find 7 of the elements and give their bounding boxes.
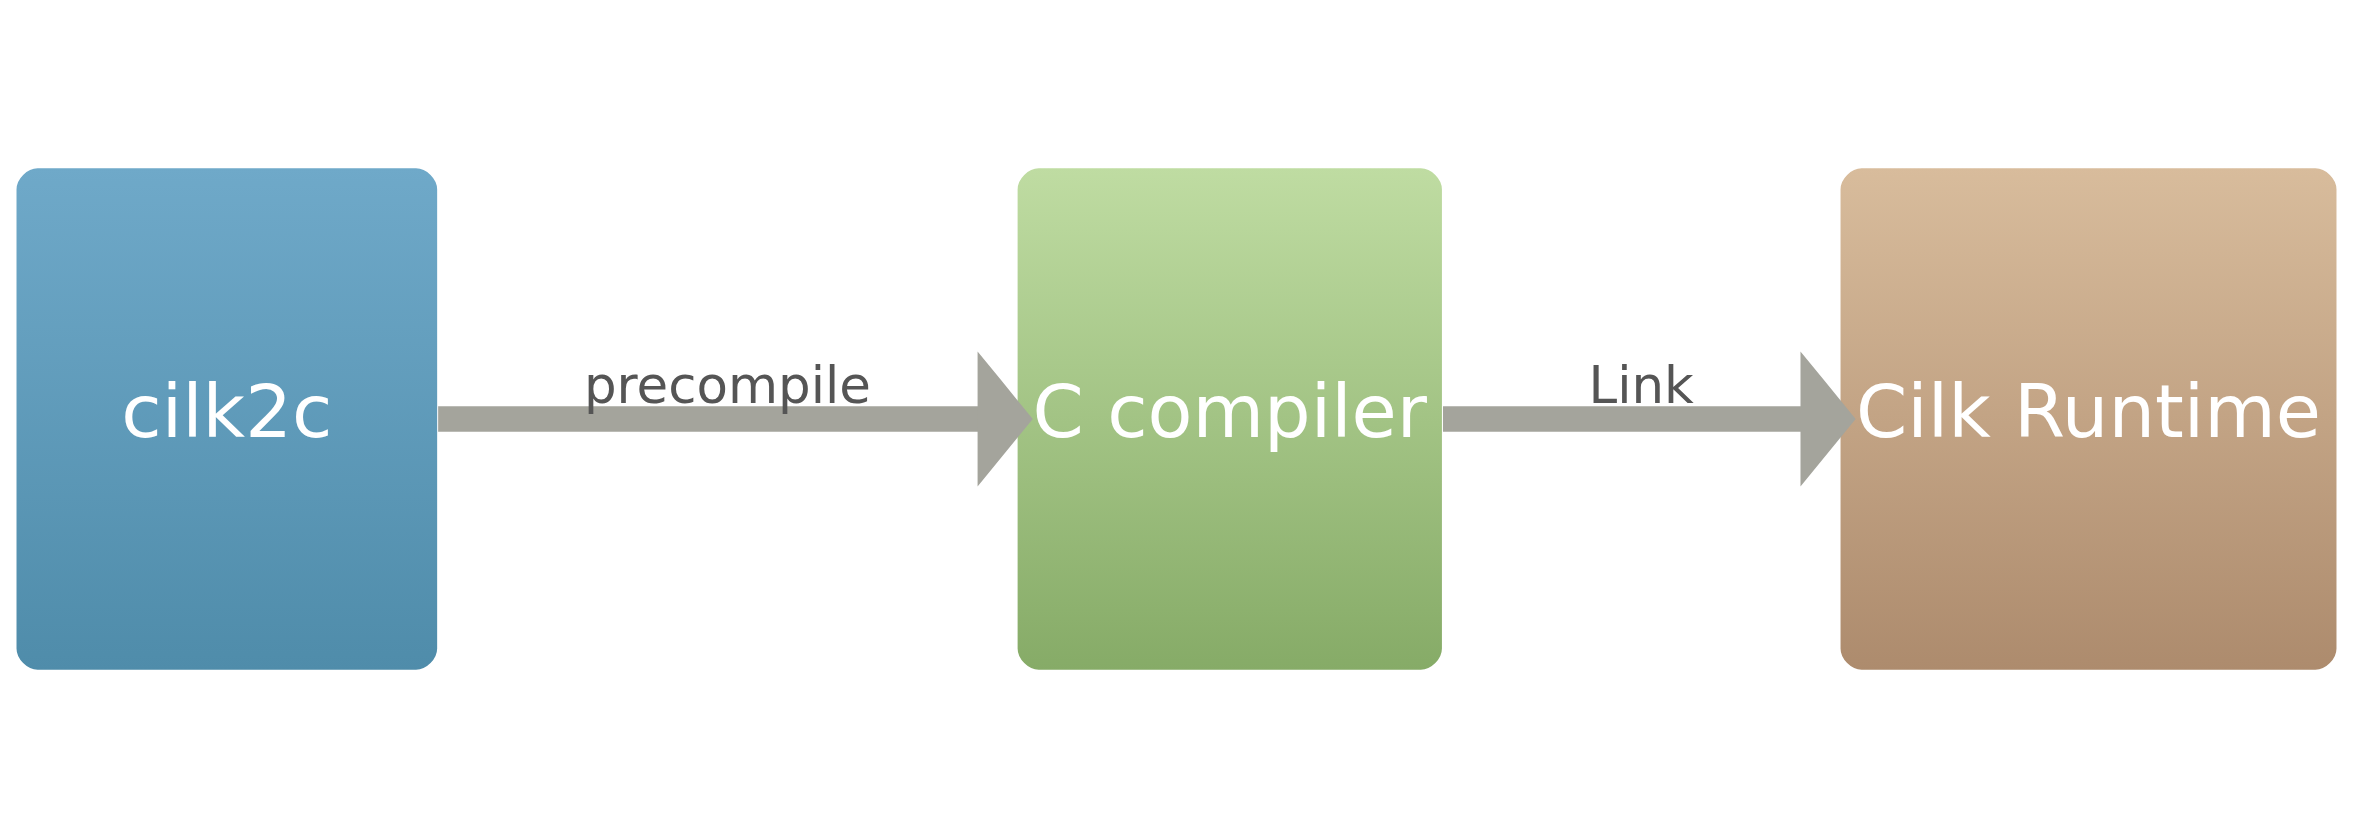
node-box: C compiler <box>1015 166 1444 672</box>
edge-label: precompile <box>583 355 871 416</box>
node-box: cilk2c <box>14 166 439 672</box>
arrow <box>438 351 1033 487</box>
arrow <box>1443 351 1856 487</box>
edge-label: Link <box>1588 355 1694 416</box>
node-box: Cilk Runtime <box>1838 166 2339 672</box>
